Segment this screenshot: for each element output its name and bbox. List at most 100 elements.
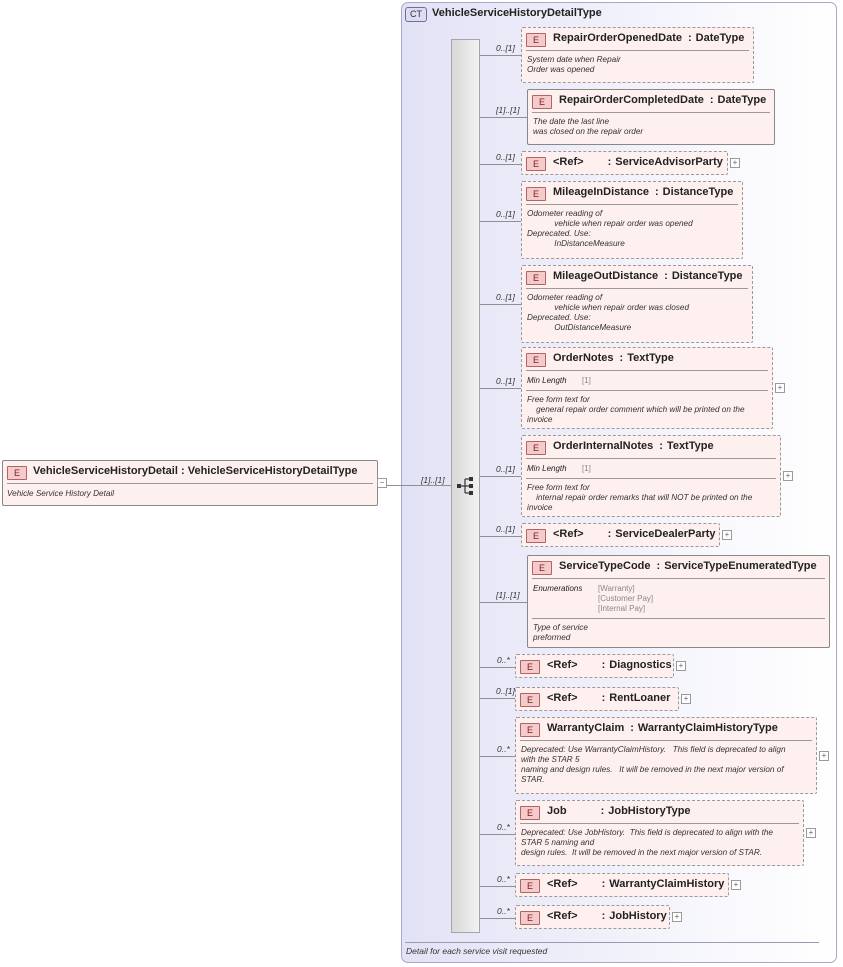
element-name: RepairOrderCompletedDate (559, 94, 704, 106)
expand-icon[interactable]: + (775, 383, 785, 393)
type-separator: : (709, 94, 714, 106)
connector-line (480, 886, 515, 887)
element-doc: Free form text for internal repair order… (527, 483, 753, 512)
element-doc: Deprecated: Use WarrantyClaimHistory. Th… (521, 745, 786, 784)
type-separator: : (601, 910, 606, 922)
complex-type-doc: Detail for each service visit requested (406, 946, 548, 956)
element-badge: E (520, 879, 540, 893)
element-badge: E (526, 271, 546, 285)
element-badge: E (532, 95, 552, 109)
expand-icon[interactable]: + (730, 158, 740, 168)
expand-icon[interactable]: + (731, 880, 741, 890)
element-box[interactable]: E<Ref>:JobHistory (515, 905, 670, 929)
type-separator: : (601, 878, 606, 890)
expand-icon[interactable]: + (783, 471, 793, 481)
connector-line (480, 221, 521, 222)
type-separator: : (654, 186, 659, 198)
element-multiplicity: 0..[1] (496, 686, 515, 696)
connector-line (480, 698, 515, 699)
facet-label: Enumerations (533, 584, 583, 593)
divider (526, 478, 776, 479)
element-badge: E (520, 693, 540, 707)
element-box[interactable]: E <Ref>:ServiceDealerParty (521, 523, 720, 547)
element-title: <Ref>:RentLoaner (547, 692, 670, 704)
element-type: TextType (627, 352, 674, 364)
element-multiplicity: 0..* (497, 744, 510, 754)
expand-icon[interactable]: + (722, 530, 732, 540)
element-title: RepairOrderOpenedDate:DateType (553, 32, 744, 44)
element-title: <Ref>:ServiceDealerParty (553, 528, 716, 540)
element-multiplicity: 0..* (497, 822, 510, 832)
connector-line (480, 918, 515, 919)
type-separator: : (607, 156, 612, 168)
element-badge: E (7, 466, 27, 480)
connector-line (480, 834, 515, 835)
element-title: WarrantyClaim:WarrantyClaimHistoryType (547, 722, 778, 734)
divider (526, 288, 748, 289)
element-name: OrderNotes (553, 352, 614, 364)
element-multiplicity: 0..[1] (496, 209, 515, 219)
element-type: DateType (695, 32, 745, 44)
element-type: RentLoaner (609, 692, 671, 704)
element-type: TextType (666, 440, 714, 452)
element-doc: Odometer reading of vehicle when repair … (527, 293, 690, 332)
element-title: <Ref>:ServiceAdvisorParty (553, 156, 723, 168)
element-multiplicity: 0..[1] (496, 292, 515, 302)
type-separator: : (607, 528, 612, 540)
sequence-icon[interactable] (456, 476, 476, 496)
connector-line (480, 476, 521, 477)
connector-line (480, 388, 521, 389)
type-separator: : (619, 352, 624, 364)
expand-icon[interactable]: + (676, 661, 686, 671)
type-separator: : (630, 722, 634, 734)
type-separator: : (601, 692, 606, 704)
root-multiplicity: [1]..[1] (421, 475, 445, 485)
element-box[interactable]: E<Ref>:WarrantyClaimHistory (515, 873, 729, 897)
element-type: ServiceTypeEnumeratedType (664, 560, 817, 572)
divider (405, 942, 819, 943)
connector-line (480, 536, 521, 537)
element-name: WarrantyClaim (547, 722, 625, 734)
expand-icon[interactable]: + (819, 751, 829, 761)
element-multiplicity: 0..* (497, 874, 510, 884)
connector-line (387, 485, 451, 486)
divider (532, 578, 825, 579)
root-element[interactable]: E VehicleServiceHistoryDetail : VehicleS… (2, 460, 378, 506)
complex-type-title[interactable]: VehicleServiceHistoryDetailType (432, 7, 602, 19)
element-badge: E (520, 660, 540, 674)
connector-line (480, 55, 521, 56)
element-name: MileageInDistance (553, 186, 649, 198)
element-box[interactable]: E<Ref>:Diagnostics (515, 654, 674, 678)
root-element-type: VehicleServiceHistoryDetailType (187, 465, 358, 477)
divider (520, 740, 812, 741)
expand-icon[interactable]: + (672, 912, 682, 922)
type-separator: : (659, 440, 663, 452)
element-box[interactable]: E ServiceTypeCode:ServiceTypeEnumeratedTy… (527, 555, 830, 648)
element-box[interactable]: E<Ref>:ServiceAdvisorParty (521, 151, 728, 175)
element-title: ServiceTypeCode:ServiceTypeEnumeratedTyp… (559, 560, 817, 572)
element-box[interactable]: E <Ref>:RentLoaner (515, 687, 679, 711)
element-multiplicity: 0..[1] (496, 376, 515, 386)
collapse-icon[interactable]: − (377, 478, 387, 488)
expand-icon[interactable]: + (806, 828, 816, 838)
element-multiplicity: [1]..[1] (496, 105, 520, 115)
element-doc: Odometer reading of vehicle when repair … (527, 209, 693, 248)
divider (526, 50, 749, 51)
connector-line (480, 164, 521, 165)
element-title: RepairOrderCompletedDate:DateType (559, 94, 766, 106)
element-type: JobHistoryType (608, 805, 691, 817)
element-badge: E (526, 529, 546, 543)
type-separator: : (601, 659, 606, 671)
expand-icon[interactable]: + (681, 694, 691, 704)
element-badge: E (520, 806, 540, 820)
element-title: <Ref>:JobHistory (547, 910, 667, 922)
element-badge: E (532, 561, 552, 575)
